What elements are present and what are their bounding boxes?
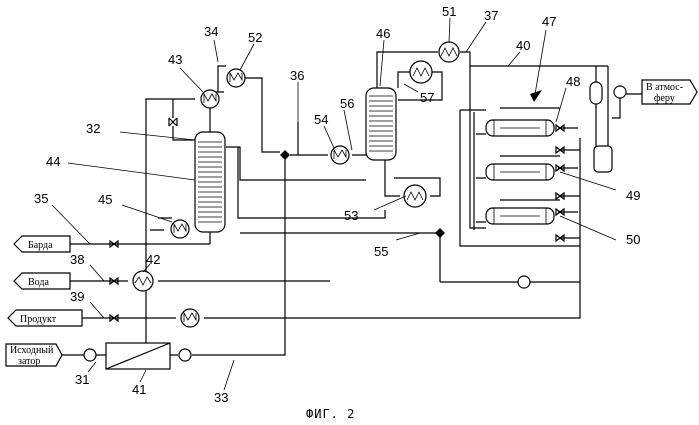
pump-vent xyxy=(614,86,626,98)
ref-51: 51 xyxy=(442,4,456,19)
reboiler-53 xyxy=(404,185,426,207)
ref-49: 49 xyxy=(626,188,640,203)
tag-barda-text: Барда xyxy=(28,240,53,251)
condenser-57 xyxy=(410,61,432,83)
tag-voda-text: Вода xyxy=(28,277,49,288)
pump-feed xyxy=(84,349,96,361)
arrow-47 xyxy=(530,90,542,102)
ref-56: 56 xyxy=(340,96,354,111)
ref-38: 38 xyxy=(70,252,84,267)
pump-return xyxy=(518,276,530,288)
figure-caption: ФИГ. 2 xyxy=(306,407,355,421)
tag-atmos-text-1: В атмос- xyxy=(646,82,683,93)
ref-37: 37 xyxy=(484,8,498,23)
ref-41: 41 xyxy=(132,382,146,397)
tag-produkt-text: Продукт xyxy=(20,314,57,325)
junction-55 xyxy=(435,228,445,238)
column-46 xyxy=(366,88,396,160)
ref-57: 57 xyxy=(420,90,434,105)
junction-36 xyxy=(280,150,290,160)
ref-52: 52 xyxy=(248,30,262,45)
stream-tags: Барда Вода Продукт Исходный затор В атмо… xyxy=(6,80,697,367)
leader-lines xyxy=(52,18,616,390)
ref-50: 50 xyxy=(626,232,640,247)
tag-ishodny-text-2: затор xyxy=(18,356,40,367)
equipment xyxy=(84,42,626,369)
vent-condenser xyxy=(590,82,602,104)
ref-45: 45 xyxy=(98,192,112,207)
shell-exchangers-47 xyxy=(486,120,554,224)
separator-vessel xyxy=(594,146,612,172)
ref-48: 48 xyxy=(566,74,580,89)
ref-44: 44 xyxy=(46,154,60,169)
ref-53: 53 xyxy=(344,208,358,223)
ref-34: 34 xyxy=(204,24,218,39)
tag-ishodny-text-1: Исходный xyxy=(10,345,54,356)
condenser-51 xyxy=(439,42,459,62)
ref-35: 35 xyxy=(34,191,48,206)
ref-39: 39 xyxy=(70,289,84,304)
ref-43: 43 xyxy=(168,52,182,67)
ref-32: 32 xyxy=(86,121,100,136)
ref-36: 36 xyxy=(290,68,304,83)
tag-atmos-text-2: феру xyxy=(654,93,675,104)
ref-54: 54 xyxy=(314,112,328,127)
ref-55: 55 xyxy=(374,244,388,259)
ref-42: 42 xyxy=(146,252,160,267)
pump-after-filter xyxy=(179,349,191,361)
ref-33: 33 xyxy=(214,390,228,405)
ref-31: 31 xyxy=(75,372,89,387)
ref-47: 47 xyxy=(542,14,556,29)
ref-40: 40 xyxy=(516,38,530,53)
ref-46: 46 xyxy=(376,26,390,41)
